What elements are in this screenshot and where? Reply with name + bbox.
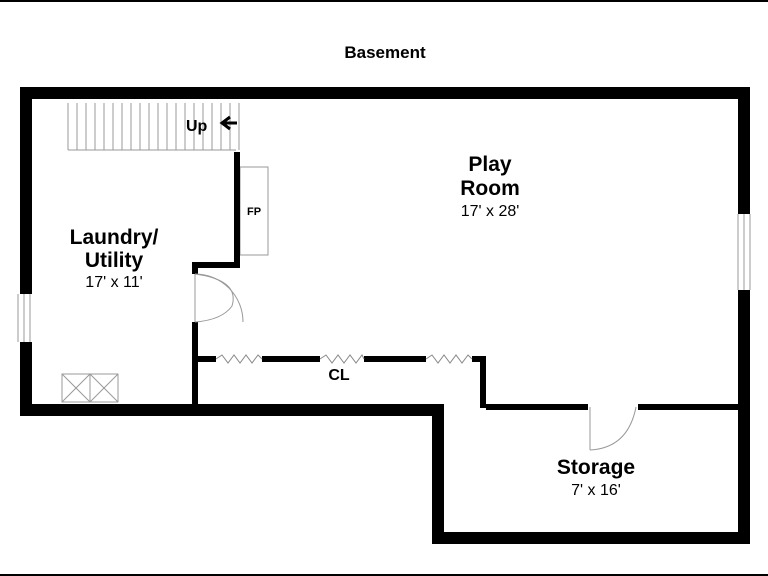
storage-name: Storage	[557, 456, 635, 479]
laundry-door	[194, 273, 244, 323]
fireplace-label: FP	[247, 206, 261, 218]
play-name-line1: Play	[468, 153, 512, 176]
window-right	[737, 214, 751, 290]
exterior-walls	[20, 87, 750, 544]
play-dims: 17' x 28'	[461, 203, 520, 220]
washer-dryer	[61, 373, 119, 403]
storage-door	[589, 406, 637, 451]
play-name-line2: Room	[460, 177, 520, 200]
laundry-name-line1: Laundry/	[70, 226, 159, 249]
staircase	[67, 103, 240, 151]
interior-walls	[192, 152, 750, 410]
storage-dims: 7' x 16'	[571, 482, 621, 499]
laundry-name-line2: Utility	[85, 249, 144, 272]
closet-bifold-doors	[215, 354, 473, 364]
stairs-arrow-icon	[219, 115, 237, 131]
laundry-dims: 17' x 11'	[85, 274, 142, 291]
window-left	[17, 294, 31, 342]
plan-title: Basement	[344, 43, 426, 62]
stairs-up-label: Up	[186, 118, 208, 135]
closet-label: CL	[328, 367, 350, 384]
